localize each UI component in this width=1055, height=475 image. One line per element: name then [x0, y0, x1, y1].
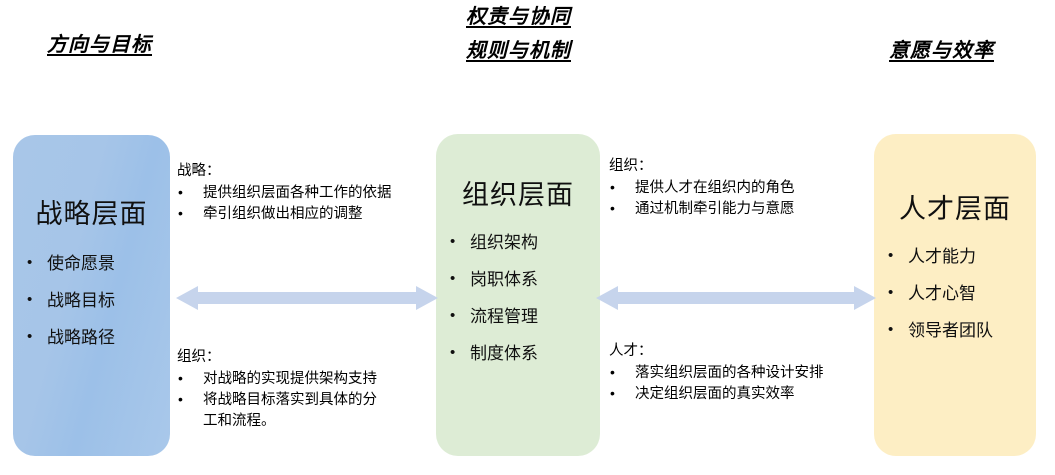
- note-bullet-list: 提供人才在组织内的角色 通过机制牵引能力与意愿: [609, 177, 795, 220]
- bullet-line: 牵引组织做出相应的调整: [203, 206, 363, 222]
- list-item: 流程管理: [436, 305, 600, 327]
- header-middle-line-2: 规则与机制: [466, 40, 571, 62]
- bullet-line: 落实组织层面的各种设计安排: [635, 365, 824, 381]
- note-heading: 人才：: [609, 343, 653, 359]
- bullet-line-continuation: 工和流程。: [203, 413, 276, 429]
- header-willingness-efficiency: 意愿与效率: [889, 40, 994, 62]
- pillar-strategy-title: 战略层面: [35, 199, 148, 229]
- list-item: 通过机制牵引能力与意愿: [609, 198, 795, 220]
- header-direction-goal: 方向与目标: [47, 34, 152, 56]
- note-organization-bottom: 组织： 对战略的实现提供架构支持 将战略目标落实到具体的分 工和流程。: [177, 347, 377, 432]
- note-bullet-list: 对战略的实现提供架构支持 将战略目标落实到具体的分 工和流程。: [177, 368, 377, 432]
- bullet-line: 对战略的实现提供架构支持: [203, 371, 377, 387]
- bullet-line: 提供人才在组织内的角色: [635, 180, 795, 196]
- list-item: 领导者团队: [874, 319, 1036, 341]
- list-item: 对战略的实现提供架构支持: [177, 368, 377, 390]
- list-item: 岗职体系: [436, 268, 600, 290]
- double-arrow-organization-talent: [596, 283, 876, 313]
- list-item: 牵引组织做出相应的调整: [177, 203, 392, 225]
- list-item: 使命愿景: [13, 252, 170, 274]
- pillar-strategy[interactable]: 战略层面 使命愿景 战略目标 战略路径: [13, 135, 170, 456]
- note-bullet-list: 落实组织层面的各种设计安排 决定组织层面的真实效率: [609, 362, 824, 405]
- note-bullet-list: 提供组织层面各种工作的依据 牵引组织做出相应的调整: [177, 182, 392, 225]
- pillar-talent-title: 人才层面: [899, 194, 1011, 224]
- list-item: 制度体系: [436, 342, 600, 364]
- list-item: 落实组织层面的各种设计安排: [609, 362, 824, 384]
- pillar-talent-list: 人才能力 人才心智 领导者团队: [874, 245, 1036, 341]
- pillar-organization-list: 组织架构 岗职体系 流程管理 制度体系: [436, 231, 600, 364]
- bullet-line: 决定组织层面的真实效率: [635, 386, 795, 402]
- note-strategy-top: 战略： 提供组织层面各种工作的依据 牵引组织做出相应的调整: [177, 161, 392, 225]
- list-item: 决定组织层面的真实效率: [609, 383, 824, 405]
- list-item: 将战略目标落实到具体的分 工和流程。: [177, 389, 377, 432]
- pillar-organization-title: 组织层面: [462, 180, 574, 210]
- pillar-organization[interactable]: 组织层面 组织架构 岗职体系 流程管理 制度体系: [436, 134, 600, 456]
- header-middle-line-1: 权责与协同: [466, 6, 571, 28]
- pillar-talent[interactable]: 人才层面 人才能力 人才心智 领导者团队: [874, 134, 1036, 456]
- bullet-line: 提供组织层面各种工作的依据: [203, 185, 392, 201]
- list-item: 组织架构: [436, 231, 600, 253]
- note-heading: 战略：: [177, 163, 221, 179]
- double-arrow-strategy-organization: [176, 283, 438, 313]
- note-talent-bottom: 人才： 落实组织层面的各种设计安排 决定组织层面的真实效率: [609, 341, 824, 405]
- list-item: 人才心智: [874, 282, 1036, 304]
- list-item: 提供组织层面各种工作的依据: [177, 182, 392, 204]
- note-heading: 组织：: [609, 158, 653, 174]
- note-organization-top: 组织： 提供人才在组织内的角色 通过机制牵引能力与意愿: [609, 156, 795, 220]
- list-item: 人才能力: [874, 245, 1036, 267]
- list-item: 战略路径: [13, 326, 170, 348]
- pillar-strategy-list: 使命愿景 战略目标 战略路径: [13, 252, 170, 348]
- list-item: 提供人才在组织内的角色: [609, 177, 795, 199]
- bullet-line: 将战略目标落实到具体的分: [203, 392, 377, 408]
- list-item: 战略目标: [13, 289, 170, 311]
- note-heading: 组织：: [177, 349, 221, 365]
- bullet-line: 通过机制牵引能力与意愿: [635, 201, 795, 217]
- header-responsibility-rules: 权责与协同 规则与机制: [466, 3, 571, 66]
